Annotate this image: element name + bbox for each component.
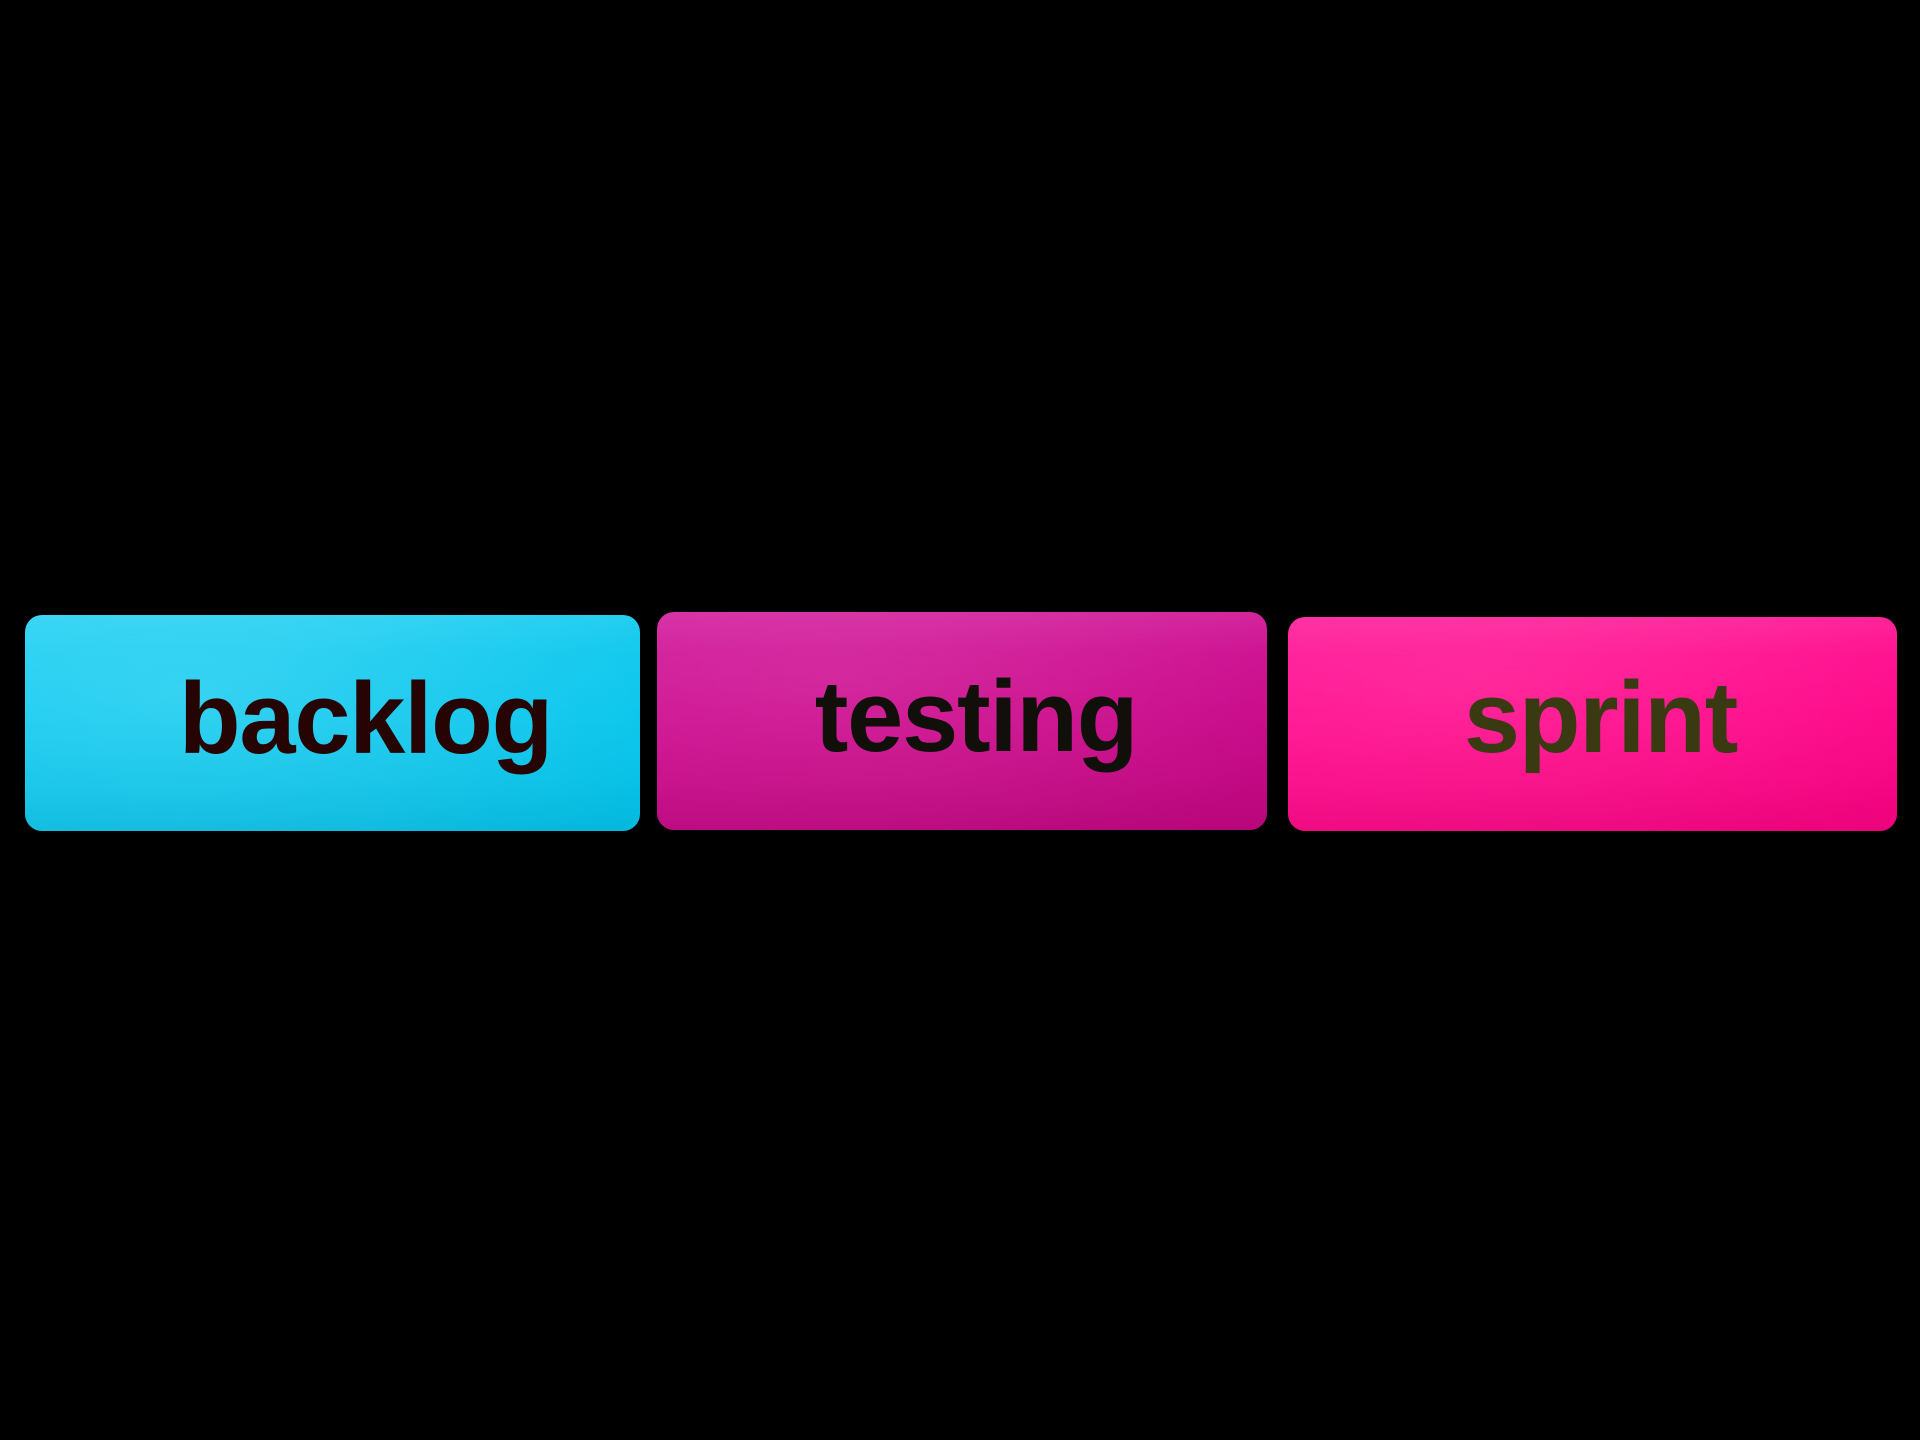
status-chip-backlog[interactable]: backlog	[25, 615, 640, 831]
status-chip-testing[interactable]: testing	[657, 612, 1267, 830]
status-chip-backlog-label: backlog	[178, 662, 553, 775]
status-chip-sprint-label: sprint	[1463, 661, 1739, 774]
status-chip-sprint[interactable]: sprint	[1288, 617, 1897, 831]
status-chip-testing-label: testing	[814, 660, 1139, 773]
